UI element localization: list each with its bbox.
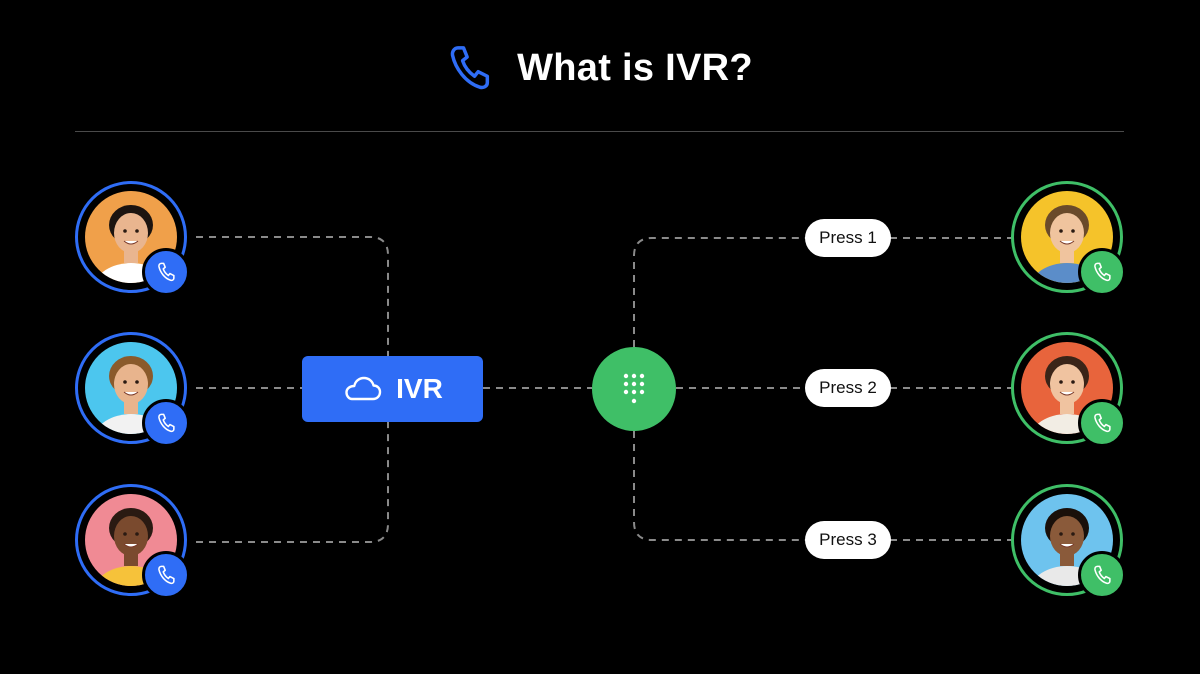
ivr-label: IVR [396, 373, 443, 404]
connector-keypad-down [633, 431, 806, 541]
call-badge [1078, 399, 1126, 447]
connector-caller-1 [196, 236, 389, 356]
keypad-icon [623, 373, 645, 404]
keypad-node [592, 347, 676, 431]
page-title: What is IVR? [517, 46, 753, 89]
call-badge [1078, 551, 1126, 599]
phone-icon [158, 413, 175, 433]
call-badge [142, 551, 190, 599]
phone-icon [1094, 262, 1111, 282]
caller-avatar-2 [75, 332, 190, 447]
press-option-2[interactable]: Press 2 [805, 369, 891, 407]
connector-keypad-up [633, 237, 806, 347]
phone-icon [1094, 413, 1111, 433]
phone-icon [450, 46, 490, 90]
call-badge [1078, 248, 1126, 296]
header-divider [75, 131, 1124, 132]
call-badge [142, 248, 190, 296]
phone-icon [158, 262, 175, 282]
agent-avatar-1 [1011, 181, 1126, 296]
press-option-1[interactable]: Press 1 [805, 219, 891, 257]
connector-caller-3 [196, 422, 389, 543]
header: What is IVR? [0, 36, 1200, 100]
ivr-hub: IVR [302, 356, 483, 422]
call-badge [142, 399, 190, 447]
phone-icon [158, 565, 175, 585]
cloud-icon [345, 376, 382, 401]
caller-avatar-3 [75, 484, 190, 599]
agent-avatar-3 [1011, 484, 1126, 599]
press-option-3[interactable]: Press 3 [805, 521, 891, 559]
caller-avatar-1 [75, 181, 190, 296]
phone-icon [1094, 565, 1111, 585]
person-photo [85, 342, 177, 434]
agent-avatar-2 [1011, 332, 1126, 447]
